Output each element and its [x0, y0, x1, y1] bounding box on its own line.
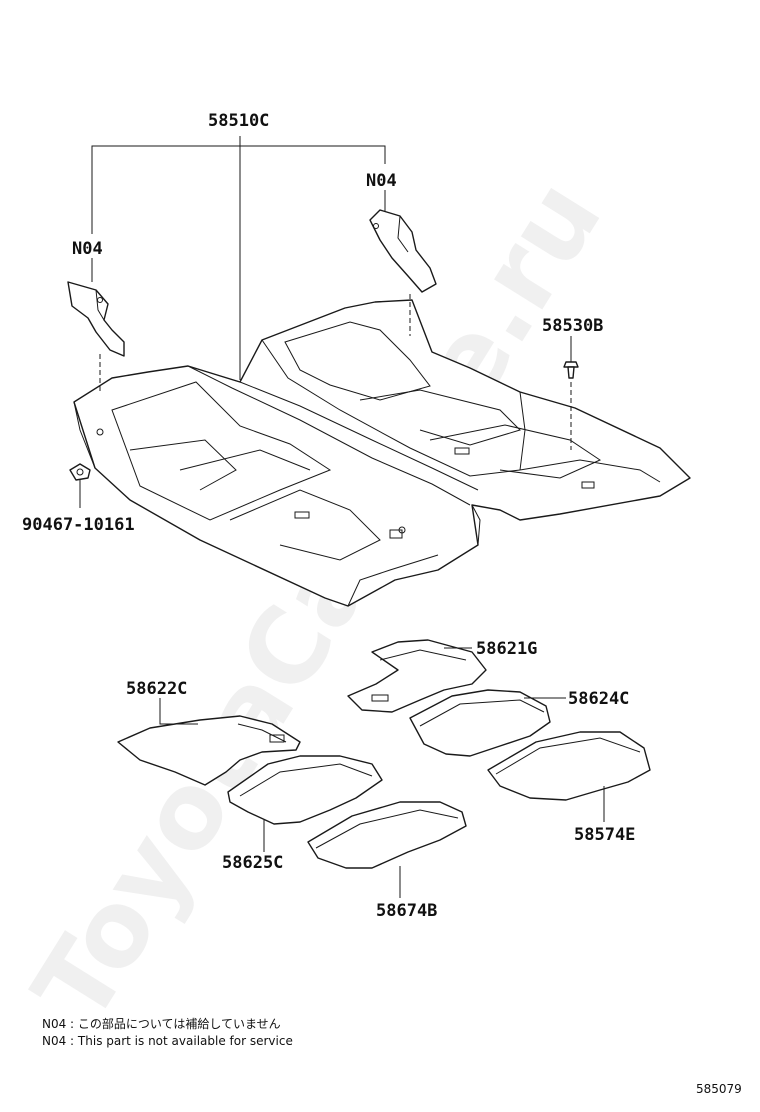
mat-rear-left-part — [227, 755, 383, 825]
mat-rear-center-part — [307, 801, 467, 869]
diagram-id: 585079 — [696, 1082, 742, 1096]
mat-rear-right-part — [409, 689, 551, 757]
note-japanese: N04 : この部品については補給していません — [42, 1016, 281, 1031]
mat-front-left-part — [117, 715, 301, 786]
watermark: ToyotaCarline.ru — [10, 159, 625, 1043]
callout-mat-front-right: 58621G — [476, 639, 537, 659]
callout-carpet-main: 58510C — [208, 111, 269, 131]
leader-lines — [79, 136, 605, 898]
callout-fastener: 90467-10161 — [22, 515, 135, 535]
callout-bracket-right: N04 — [366, 171, 397, 191]
callout-mat-rear-right: 58624C — [568, 689, 629, 709]
bracket-right-part — [369, 209, 437, 293]
callout-clip: 58530B — [542, 316, 603, 336]
bracket-left-part — [67, 281, 125, 357]
note-english: N04 : This part is not available for ser… — [42, 1034, 293, 1048]
clip-part — [563, 361, 579, 379]
callout-bracket-left: N04 — [72, 239, 103, 259]
floor-carpet-assembly — [73, 299, 691, 607]
fastener-part — [69, 463, 91, 481]
callout-mat-front-left: 58622C — [126, 679, 187, 699]
mat-front-right-lower-part — [487, 731, 651, 801]
callout-mat-rear-left: 58625C — [222, 853, 283, 873]
callout-mat-rear-center: 58674B — [376, 901, 437, 921]
mat-front-right-part — [347, 639, 487, 713]
callout-mat-front-right-lower: 58574E — [574, 825, 635, 845]
